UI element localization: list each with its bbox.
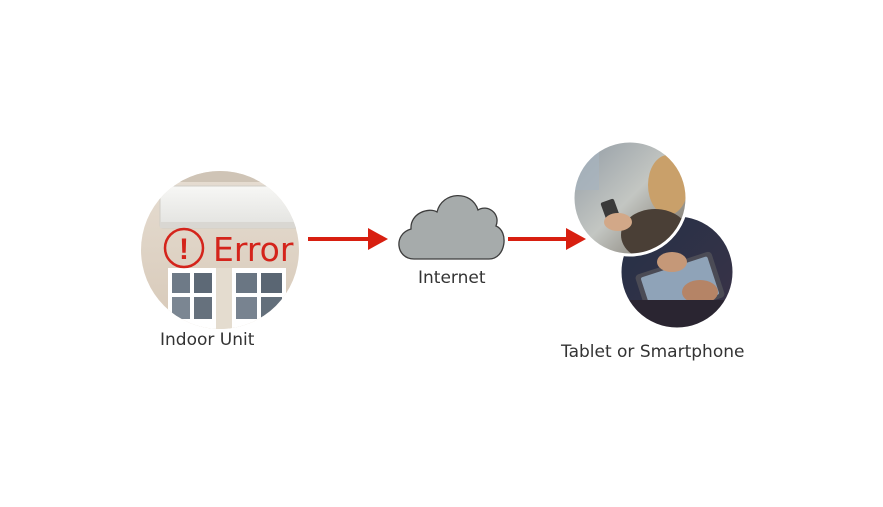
window-image [168,268,286,329]
error-indicator: ! Error [163,227,294,269]
arrow-indoor-to-internet [308,228,388,250]
internet-label: Internet [418,268,486,288]
arrow-internet-to-device [508,228,586,250]
indoor-unit-label: Indoor Unit [160,330,255,350]
tablet-user-photo [618,213,736,331]
error-icon [163,227,205,269]
error-symbol: ! [179,233,189,266]
error-text: Error [213,230,294,269]
air-conditioner-icon [159,185,299,229]
device-label: Tablet or Smartphone [561,342,745,362]
cloud-icon [398,195,505,260]
smartphone-user-photo [571,139,689,257]
indoor-unit-photo [141,171,299,329]
